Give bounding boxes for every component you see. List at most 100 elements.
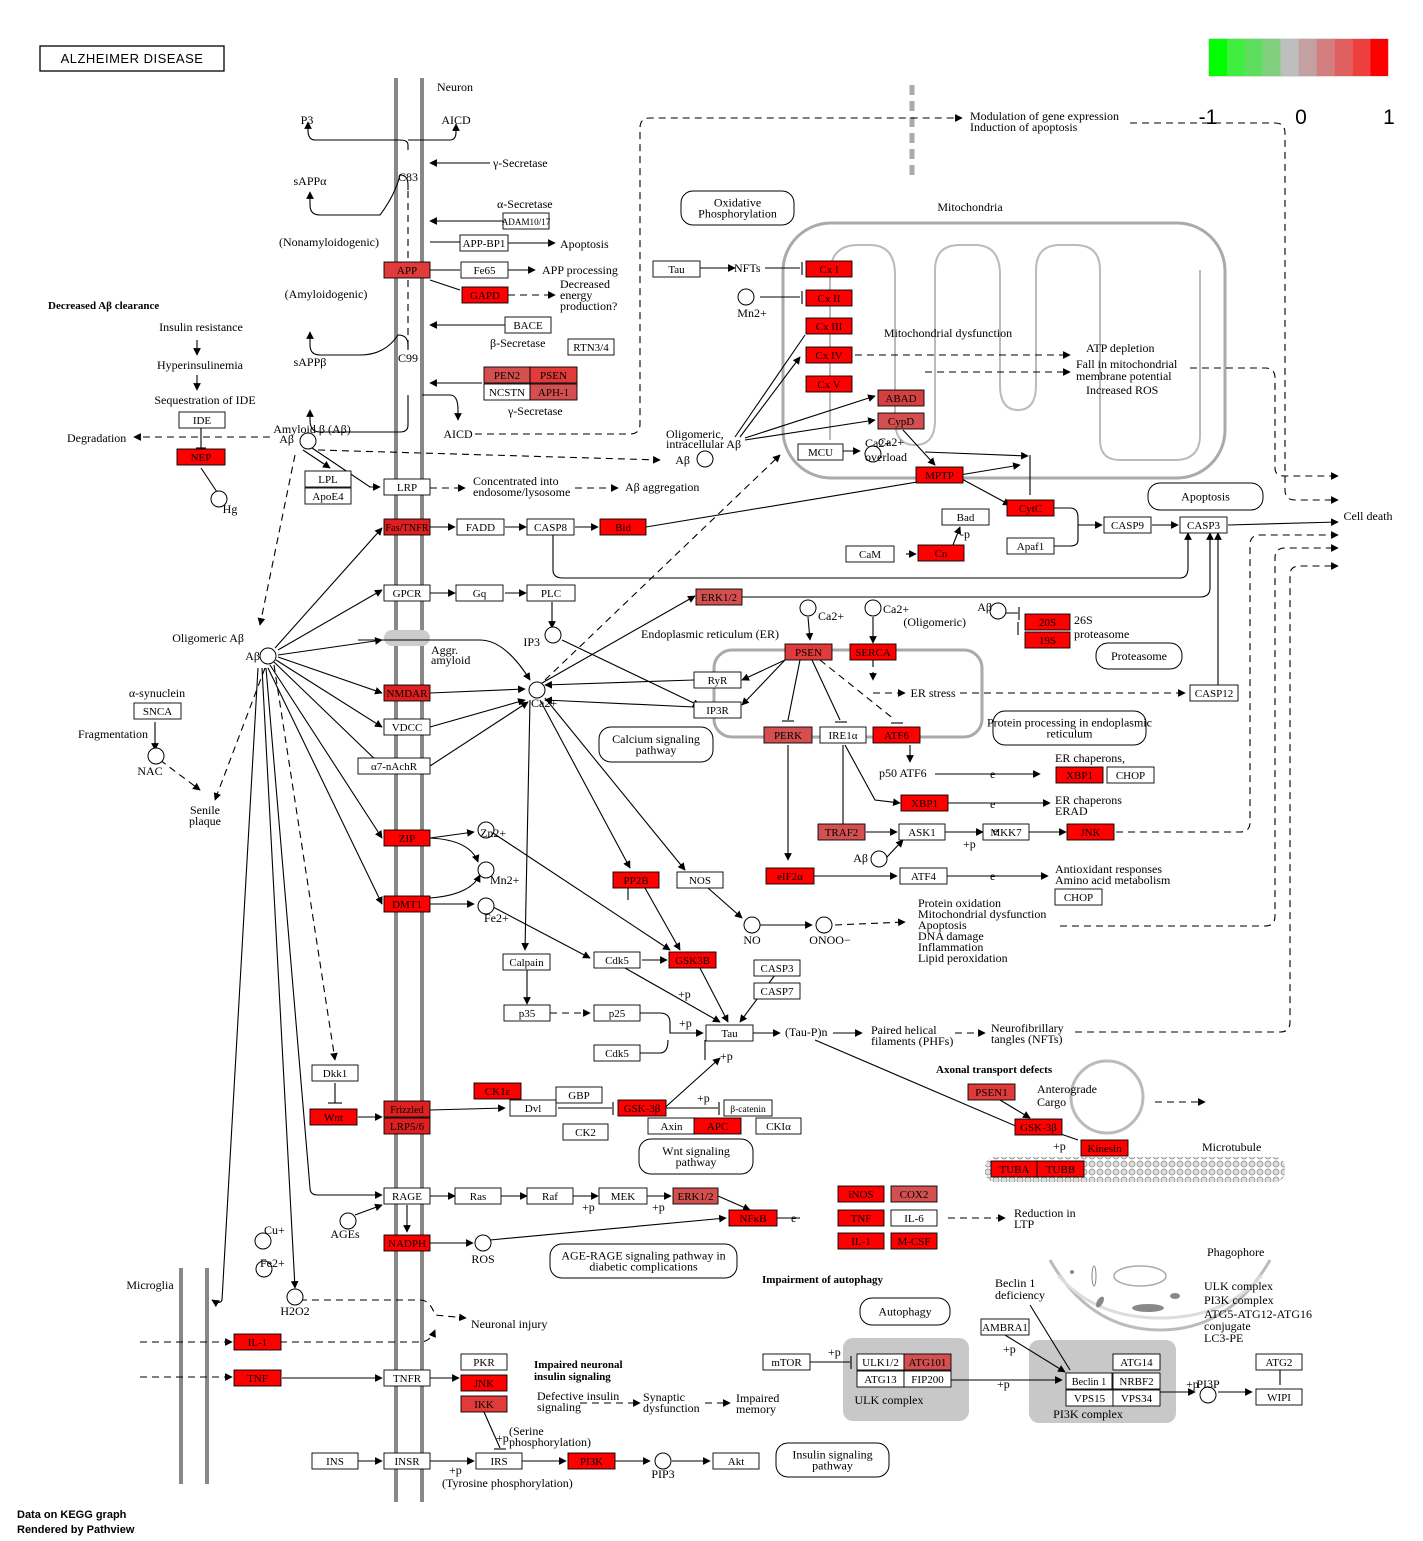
gene-box[interactable] bbox=[762, 1353, 811, 1371]
gene-box[interactable] bbox=[728, 1209, 778, 1227]
compound-circle[interactable] bbox=[477, 821, 495, 839]
gene-box[interactable] bbox=[890, 1232, 938, 1250]
compound-ca2[interactable]: Ca2+ bbox=[528, 681, 557, 710]
gene-atg101[interactable]: ATG101 bbox=[903, 1353, 952, 1371]
gene-box[interactable] bbox=[383, 1369, 431, 1387]
compound-mn2[interactable]: Mn2+ bbox=[737, 288, 767, 320]
gene-box[interactable] bbox=[526, 1187, 574, 1205]
gene-box[interactable] bbox=[526, 584, 576, 602]
gene-box[interactable] bbox=[877, 389, 925, 407]
gene-box[interactable] bbox=[383, 1100, 431, 1118]
gene-nmdar[interactable]: NMDAR bbox=[383, 684, 431, 702]
gene-nadph[interactable]: NADPH bbox=[383, 1234, 431, 1252]
gene-dkk1[interactable]: Dkk1 bbox=[311, 1064, 359, 1082]
gene-lrp[interactable]: LRP bbox=[383, 478, 431, 496]
gene-box[interactable] bbox=[383, 518, 431, 536]
gene-box[interactable] bbox=[529, 366, 578, 384]
gene-aph-1[interactable]: APH-1 bbox=[529, 383, 578, 401]
compound-ros[interactable]: ROS bbox=[471, 1234, 495, 1266]
gene-psen[interactable]: PSEN bbox=[784, 643, 833, 661]
compound-a[interactable]: Aβ bbox=[245, 647, 277, 665]
gene-chop[interactable]: CHOP bbox=[1054, 888, 1103, 906]
gene-ire1[interactable]: IRE1α bbox=[819, 726, 867, 744]
gene-box[interactable] bbox=[1112, 1372, 1161, 1390]
compound-circle[interactable] bbox=[864, 599, 882, 617]
gene-box[interactable] bbox=[723, 1099, 773, 1117]
gene-box[interactable] bbox=[1036, 1160, 1085, 1178]
gene-gsk-3[interactable]: GSK-3β bbox=[617, 1099, 667, 1117]
gene-pi3k[interactable]: PI3K bbox=[567, 1452, 616, 1470]
gene-traf2[interactable]: TRAF2 bbox=[817, 823, 866, 841]
gene-box[interactable] bbox=[383, 478, 431, 496]
gene-box[interactable] bbox=[753, 959, 801, 977]
gene-pp2b[interactable]: PP2B bbox=[612, 871, 660, 889]
gene-mkk7[interactable]: MKK7 bbox=[982, 823, 1030, 841]
gene-cki[interactable]: CKIα bbox=[755, 1117, 802, 1135]
gene-ikk[interactable]: IKK bbox=[460, 1395, 508, 1413]
gene-box[interactable] bbox=[967, 1083, 1016, 1101]
gene-box[interactable] bbox=[1024, 613, 1071, 631]
pathway-link-box[interactable] bbox=[549, 1243, 738, 1279]
gene-box[interactable] bbox=[980, 1318, 1030, 1336]
compound-ca2[interactable]: Ca2+ bbox=[864, 599, 909, 617]
gene-perk[interactable]: PERK bbox=[763, 726, 813, 744]
gene-vps15[interactable]: VPS15 bbox=[1065, 1389, 1114, 1407]
gene-box[interactable] bbox=[672, 1187, 719, 1205]
gene-plc[interactable]: PLC bbox=[526, 584, 576, 602]
gene-casp8[interactable]: CASP8 bbox=[526, 518, 575, 536]
gene-ide[interactable]: IDE bbox=[178, 411, 226, 429]
gene-box[interactable] bbox=[755, 1117, 802, 1135]
gene-box[interactable] bbox=[1024, 631, 1071, 649]
gene-nrbf2[interactable]: NRBF2 bbox=[1112, 1372, 1161, 1390]
gene-box[interactable] bbox=[529, 383, 578, 401]
gene-tnf[interactable]: TNF bbox=[837, 1209, 885, 1227]
gene-wipi[interactable]: WIPI bbox=[1255, 1388, 1303, 1406]
pathway-link-box[interactable] bbox=[680, 190, 795, 226]
gene-box[interactable] bbox=[460, 1374, 508, 1392]
gene-apc[interactable]: APC bbox=[693, 1117, 742, 1135]
gene-tau[interactable]: Tau bbox=[652, 260, 701, 278]
compound-pi3p[interactable]: PI3P bbox=[1196, 1377, 1220, 1404]
gene-box[interactable] bbox=[668, 951, 717, 969]
gene-erk1-2[interactable]: ERK1/2 bbox=[672, 1187, 719, 1205]
compound-ca2[interactable]: Ca2+ bbox=[799, 599, 844, 623]
gene-box[interactable] bbox=[502, 212, 550, 230]
gene-atg2[interactable]: ATG2 bbox=[1255, 1353, 1303, 1371]
gene-apoe4[interactable]: ApoE4 bbox=[304, 487, 352, 505]
gene-box[interactable] bbox=[784, 643, 833, 661]
gene-box[interactable] bbox=[598, 1187, 648, 1205]
compound-circle[interactable] bbox=[864, 445, 882, 463]
gene-box[interactable] bbox=[526, 518, 575, 536]
gene-tubb[interactable]: TUBB bbox=[1036, 1160, 1085, 1178]
gene-gpcr[interactable]: GPCR bbox=[383, 584, 431, 602]
gene-gsk3b[interactable]: GSK3B bbox=[668, 951, 717, 969]
gene-box[interactable] bbox=[178, 411, 226, 429]
pathway-link-apoptosis[interactable]: Apoptosis bbox=[1147, 482, 1264, 511]
compound-ages[interactable]: AGEs bbox=[330, 1212, 360, 1241]
gene-ras[interactable]: Ras bbox=[454, 1187, 502, 1205]
gene-m-csf[interactable]: M-CSF bbox=[890, 1232, 938, 1250]
gene-cx-iii[interactable]: Cx III bbox=[805, 317, 853, 335]
gene-box[interactable] bbox=[1055, 766, 1104, 784]
gene-box[interactable] bbox=[562, 1123, 609, 1141]
gene-tnfr[interactable]: TNFR bbox=[383, 1369, 431, 1387]
gene-box[interactable] bbox=[567, 338, 615, 356]
compound-circle[interactable] bbox=[743, 916, 761, 934]
gene-box[interactable] bbox=[695, 588, 743, 606]
gene-kinesin[interactable]: Kinesin bbox=[1080, 1139, 1129, 1157]
compound-h2o2[interactable]: H2O2 bbox=[280, 1288, 310, 1318]
gene-ulk1-2[interactable]: ULK1/2 bbox=[856, 1353, 905, 1371]
gene-box[interactable] bbox=[1106, 766, 1155, 784]
gene-box[interactable] bbox=[693, 1117, 742, 1135]
pathway-link-protein-processing-in-endoplasmic-reticulum[interactable]: Protein processing in endoplasmicreticul… bbox=[987, 710, 1152, 746]
compound-circle[interactable] bbox=[477, 861, 495, 879]
compound-circle[interactable] bbox=[696, 450, 714, 468]
gene-cdk5[interactable]: Cdk5 bbox=[593, 1044, 641, 1062]
gene-box[interactable] bbox=[1054, 888, 1103, 906]
gene-jnk[interactable]: JNK bbox=[460, 1374, 508, 1392]
gene-box[interactable] bbox=[849, 643, 897, 661]
gene-box[interactable] bbox=[473, 1082, 522, 1100]
gene-p25[interactable]: p25 bbox=[593, 1004, 641, 1022]
gene-atf4[interactable]: ATF4 bbox=[899, 867, 948, 885]
